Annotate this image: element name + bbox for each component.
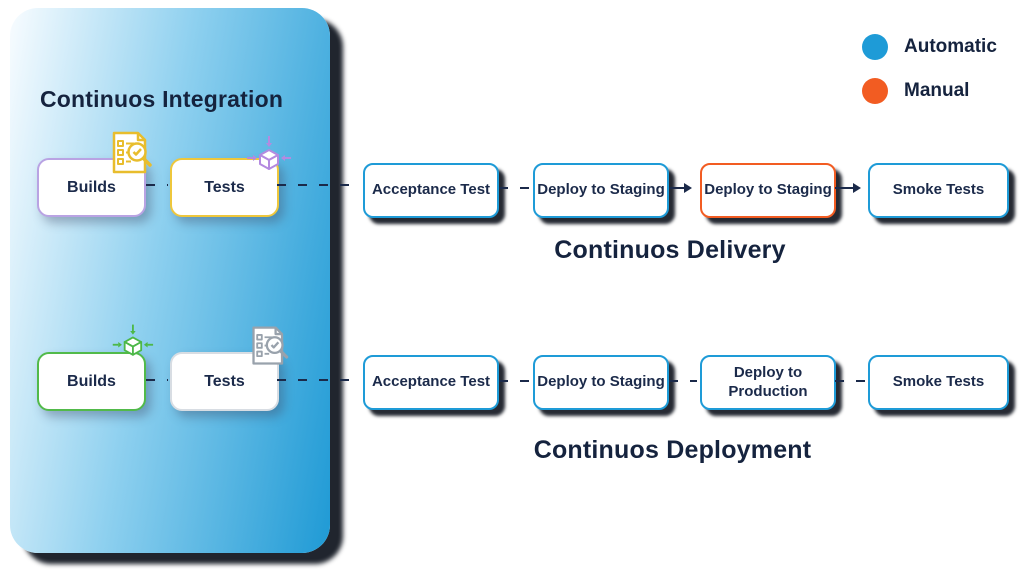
checklist-search-icon bbox=[108, 130, 158, 176]
connector-dashed bbox=[499, 380, 529, 382]
legend-manual-label: Manual bbox=[904, 80, 970, 101]
pipeline-title-delivery: Continuos Delivery bbox=[554, 236, 786, 264]
connector-dashed bbox=[499, 187, 529, 189]
legend-automatic-label: Automatic bbox=[904, 36, 997, 57]
stage-deploy-staging-delivery: Deploy to Staging bbox=[533, 163, 669, 218]
package-cube-icon bbox=[244, 134, 292, 176]
builds-node-top-label: Builds bbox=[67, 178, 116, 196]
builds-node-bottom-label: Builds bbox=[67, 372, 116, 390]
pipeline-title-deployment: Continuos Deployment bbox=[533, 436, 812, 464]
stage-label: Deploy to Staging bbox=[537, 373, 665, 391]
stage-deploy-production-deployment: Deploy to Production bbox=[700, 355, 836, 410]
stage-label: Acceptance Test bbox=[371, 373, 491, 391]
ci-panel-title: Continuos Integration bbox=[40, 86, 284, 112]
stage-acceptance-test-deployment: Acceptance Test bbox=[363, 355, 499, 410]
connector-dashed bbox=[835, 380, 865, 382]
checklist-search-icon bbox=[248, 324, 294, 368]
stage-label: Acceptance Test bbox=[371, 181, 491, 199]
stage-deploy-staging-manual-delivery: Deploy to Staging bbox=[700, 163, 836, 218]
tests-node-top: Tests bbox=[170, 158, 279, 217]
connector-dashed bbox=[277, 184, 361, 186]
package-cube-icon bbox=[110, 322, 154, 362]
stage-label: Smoke Tests bbox=[892, 373, 985, 391]
tests-node-bottom-label: Tests bbox=[204, 372, 245, 390]
tests-node-top-label: Tests bbox=[204, 178, 245, 196]
stage-acceptance-test-delivery: Acceptance Test bbox=[363, 163, 499, 218]
stage-label: Smoke Tests bbox=[892, 181, 985, 199]
connector-dashed bbox=[669, 380, 697, 382]
ci-panel: Continuos Integration bbox=[10, 8, 330, 553]
legend-manual-dot bbox=[862, 78, 888, 104]
stage-label: Deploy to Staging bbox=[704, 181, 832, 199]
stage-smoke-tests-delivery: Smoke Tests bbox=[868, 163, 1009, 218]
connector-arrow bbox=[669, 183, 692, 193]
connector-dashed bbox=[146, 184, 168, 186]
stage-deploy-staging-deployment: Deploy to Staging bbox=[533, 355, 669, 410]
builds-node-bottom: Builds bbox=[37, 352, 146, 411]
connector-dashed bbox=[277, 379, 361, 381]
stage-label: Deploy to Production bbox=[728, 363, 808, 400]
stage-smoke-tests-deployment: Smoke Tests bbox=[868, 355, 1009, 410]
connector-dashed bbox=[146, 379, 168, 381]
connector-arrow bbox=[835, 183, 861, 193]
stage-label: Deploy to Staging bbox=[537, 181, 665, 199]
legend-automatic-dot bbox=[862, 34, 888, 60]
